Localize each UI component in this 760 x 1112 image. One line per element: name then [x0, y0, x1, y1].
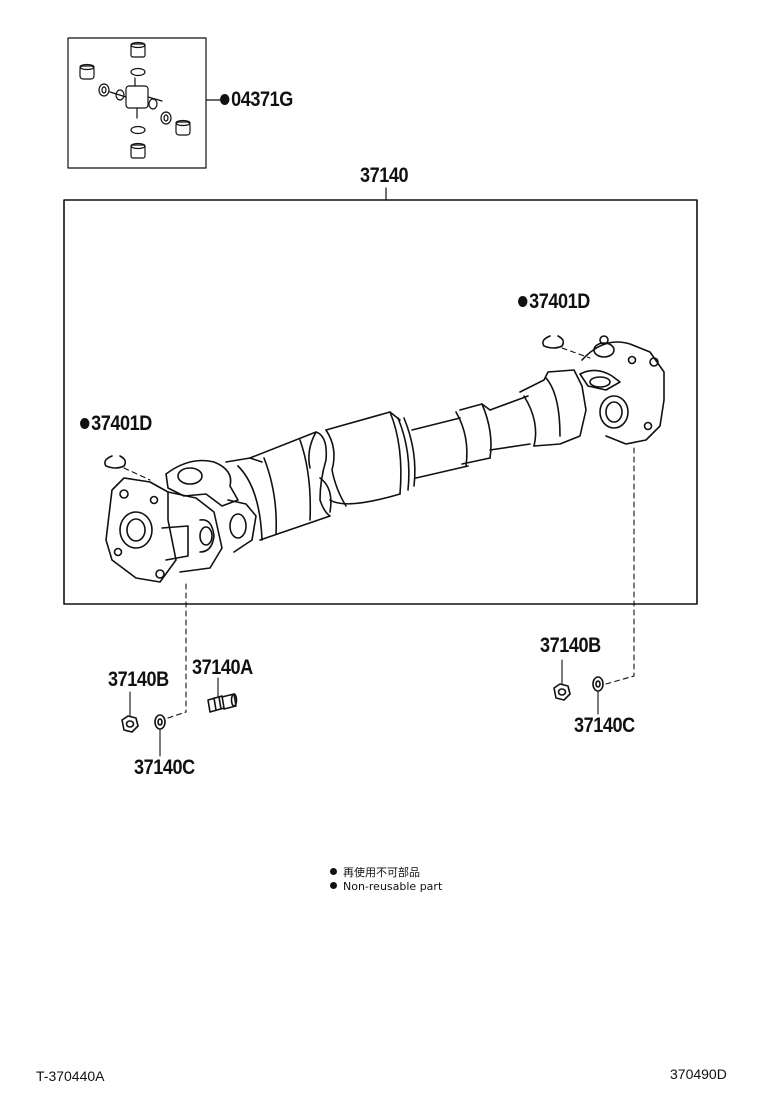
illustration-code-right: 370490D: [670, 1066, 727, 1082]
front-flange-yoke: [105, 477, 223, 583]
washer-rear-shape: [592, 676, 604, 692]
callout-washer-front: 37140C: [134, 756, 195, 779]
callout-washer-rear: 37140C: [574, 714, 635, 737]
callout-bolt: 37140A: [192, 656, 253, 679]
callout-nut-rear: 37140B: [540, 634, 601, 657]
propeller-shaft-box: [63, 199, 698, 605]
non-reusable-dot-icon: [330, 868, 337, 875]
spider-kit-inset-box: [67, 37, 207, 169]
dashed-front-to-washer: [167, 711, 187, 719]
callout-propeller-shaft-assy: 37140: [360, 164, 409, 187]
dashed-rear-to-washer: [605, 675, 635, 685]
snap-ring-rear-shape: [542, 335, 591, 359]
snap-ring-front-shape: [104, 455, 151, 481]
rear-flange-yoke: [519, 335, 665, 447]
callout-universal-joint-kit: 04371G: [220, 88, 293, 112]
front-tube: [237, 431, 332, 541]
main-tube: [325, 395, 537, 507]
non-reusable-dot-icon: [220, 94, 230, 105]
illustration-code-left: T-370440A: [36, 1068, 105, 1084]
non-reusable-dot-icon: [518, 296, 528, 307]
non-reusable-dot-icon: [80, 418, 90, 429]
washer-front-shape: [154, 714, 166, 730]
legend-line-en: Non-reusable part: [330, 880, 442, 893]
non-reusable-dot-icon: [330, 882, 337, 889]
legend-line-ja: 再使用不可部品: [330, 864, 420, 880]
callout-snap-ring-front: 37401D: [80, 412, 152, 436]
spider-kit-drawing: [79, 41, 191, 159]
bolt-shape: [207, 693, 238, 713]
callout-snap-ring-rear: 37401D: [518, 290, 590, 314]
nut-front-shape: [121, 715, 139, 733]
callout-nut-front: 37140B: [108, 668, 169, 691]
nut-rear-shape: [553, 683, 571, 701]
